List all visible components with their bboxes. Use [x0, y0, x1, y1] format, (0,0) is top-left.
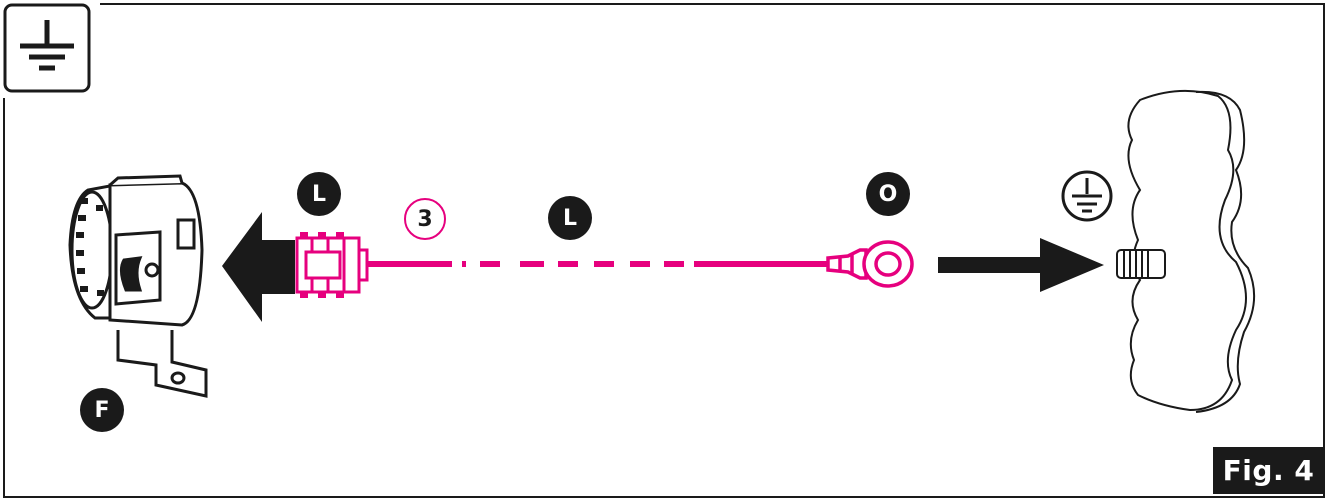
threaded-stud: [1116, 249, 1166, 279]
pink-connector: [295, 232, 369, 298]
badge-device-label: F: [80, 388, 124, 432]
ring-terminal: [826, 240, 914, 288]
figure-border: [3, 3, 1325, 498]
badge-cable-label: L: [548, 196, 592, 240]
arrow-left-icon: [222, 212, 295, 322]
device-drawing: [68, 174, 208, 398]
ground-symbol-box: [3, 3, 91, 93]
badge-connector-label: L: [297, 172, 341, 216]
badge-terminal-label: O: [866, 172, 910, 216]
arrow-right-icon: [938, 238, 1104, 292]
badge-cable-number: 3: [404, 198, 446, 240]
ground-icon: [20, 20, 74, 71]
figure-label: Fig. 4: [1213, 447, 1324, 494]
earth-ground-icon: [1061, 170, 1113, 222]
chassis-panel: [1127, 89, 1256, 413]
